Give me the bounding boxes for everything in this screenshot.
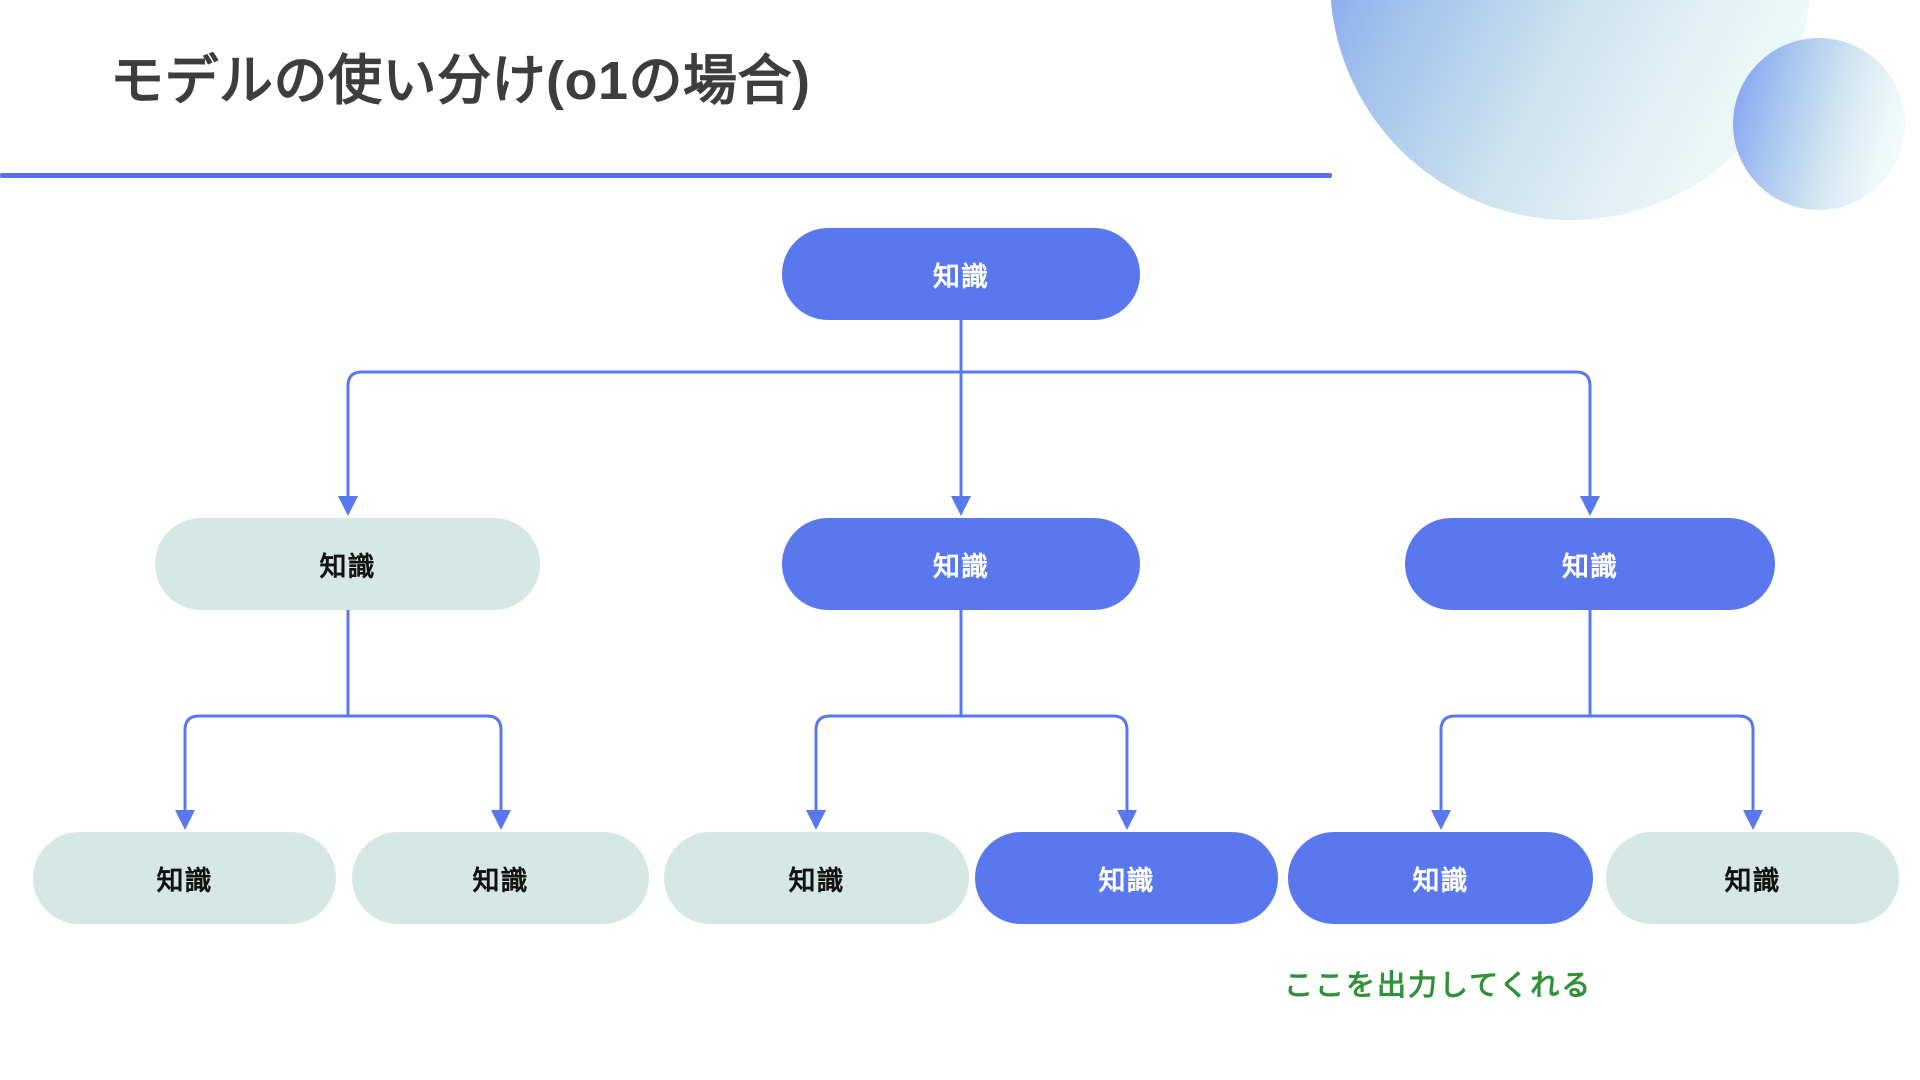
edge-l2-1-to-l3-2: [346, 714, 503, 814]
arrowhead-l3-2: [491, 810, 511, 830]
tree-node-level3-5[interactable]: 知識: [1288, 832, 1593, 924]
tree-node-level3-6[interactable]: 知識: [1606, 832, 1899, 924]
arrowhead-l2-2: [951, 496, 971, 516]
tree-node-level3-3[interactable]: 知識: [664, 832, 969, 924]
title-underline-rule: [0, 173, 1332, 178]
edge-l2-3-to-l3-5: [1439, 714, 1592, 814]
edge-l2-3-to-l3-6: [1588, 714, 1755, 814]
tree-node-level3-1[interactable]: 知識: [33, 832, 336, 924]
arrowhead-l3-1: [175, 810, 195, 830]
tree-node-level2-2[interactable]: 知識: [782, 518, 1140, 610]
arrowhead-l2-1: [338, 496, 358, 516]
arrowhead-l3-6: [1743, 810, 1763, 830]
edge-l2-2-to-l3-4: [959, 714, 1129, 814]
tree-node-level2-3[interactable]: 知識: [1405, 518, 1775, 610]
edge-l2-2-to-l3-3: [814, 714, 963, 814]
page-title: モデルの使い分け(o1の場合): [110, 51, 811, 111]
arrowhead-l3-4: [1117, 810, 1137, 830]
tree-node-root[interactable]: 知識: [782, 228, 1140, 320]
edge-bus-to-l2-1: [346, 370, 963, 500]
arrowhead-l3-5: [1431, 810, 1451, 830]
edge-bus-to-l2-3: [959, 370, 1592, 500]
tree-node-level3-4[interactable]: 知識: [975, 832, 1278, 924]
tree-node-level3-2[interactable]: 知識: [352, 832, 649, 924]
arrowhead-l3-3: [806, 810, 826, 830]
edge-l2-1-to-l3-1: [183, 714, 350, 814]
tree-node-level2-1[interactable]: 知識: [155, 518, 540, 610]
output-annotation-label: ここを出力してくれる: [1284, 970, 1593, 1002]
arrowhead-l2-3: [1580, 496, 1600, 516]
